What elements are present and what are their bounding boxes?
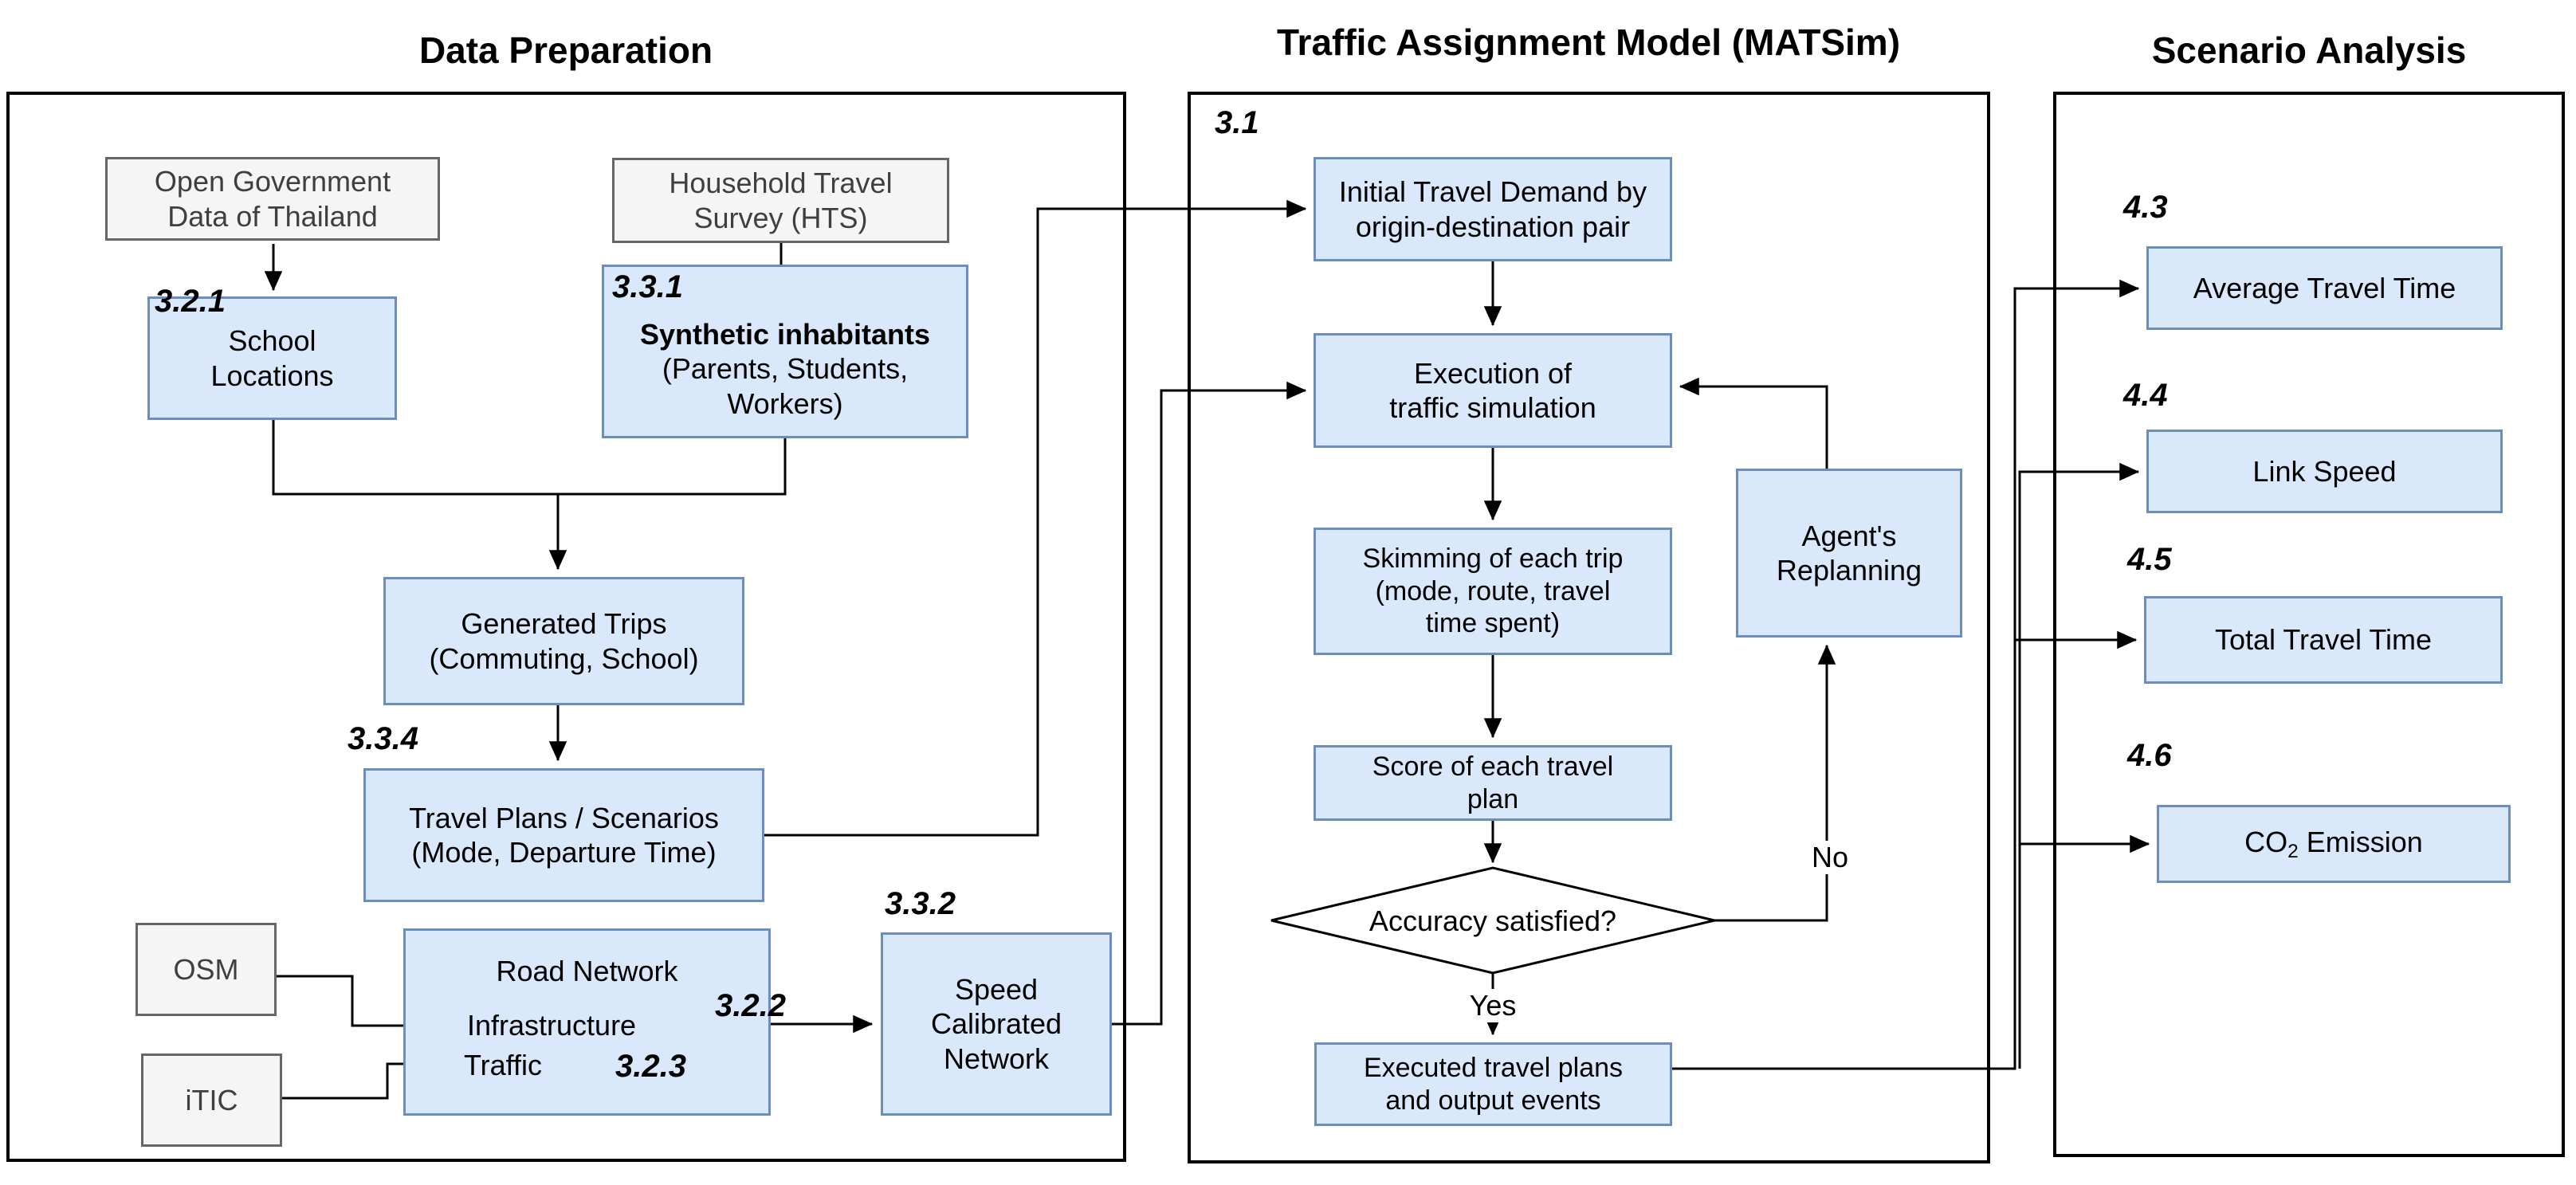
node-road-network-row-infrastructure: Infrastructure xyxy=(467,1009,637,1042)
edge-agent-execution xyxy=(1679,377,1828,469)
node-execution-traffic-simulation: Execution of traffic simulation xyxy=(1314,333,1672,448)
ref-infrastructure: 3.2.2 xyxy=(715,988,786,1023)
edge-label-yes: Yes xyxy=(1463,989,1523,1022)
node-school-locations-label: School Locations xyxy=(210,324,334,392)
edge-decision-agent-no xyxy=(1714,644,1836,922)
node-travel-plans-scenarios: Travel Plans / Scenarios (Mode, Departur… xyxy=(363,768,764,902)
node-generated-trips-label: Generated Trips (Commuting, School) xyxy=(429,607,699,675)
ref-speed-calibrated: 3.3.2 xyxy=(885,886,956,921)
ref-traffic: 3.2.3 xyxy=(615,1049,686,1084)
title-data-preparation: Data Preparation xyxy=(418,29,713,71)
node-synthetic-inhabitants-label: (Parents, Students, Workers) xyxy=(662,352,909,420)
node-speed-calibrated-network: Speed Calibrated Network xyxy=(881,932,1112,1116)
ref-matsim: 3.1 xyxy=(1215,105,1259,140)
node-average-travel-time-label: Average Travel Time xyxy=(2193,271,2456,304)
node-co2-emission-label: CO2 Emission xyxy=(2244,825,2423,862)
edge-executed-avgtt xyxy=(1672,279,2140,1070)
node-school-locations: School Locations xyxy=(147,296,397,420)
panel-scenario-analysis xyxy=(2053,92,2565,1157)
node-open-government-data-label: Open Government Data of Thailand xyxy=(154,165,391,233)
panel-matsim xyxy=(1188,92,1990,1163)
node-household-travel-survey: Household Travel Survey (HTS) xyxy=(612,158,949,243)
node-co2-emission: CO2 Emission xyxy=(2157,805,2511,883)
node-total-travel-time-label: Total Travel Time xyxy=(2214,623,2433,657)
node-agents-replanning: Agent's Replanning xyxy=(1736,469,1962,638)
node-total-travel-time: Total Travel Time xyxy=(2144,596,2503,684)
ref-school-locations: 3.2.1 xyxy=(155,284,226,319)
node-executed-travel-plans-label: Executed travel plans and output events xyxy=(1363,1052,1624,1116)
title-scenario-analysis: Scenario Analysis xyxy=(2151,29,2467,71)
node-skimming: Skimming of each trip (mode, route, trav… xyxy=(1314,528,1672,655)
node-itic-label: iTIC xyxy=(185,1083,238,1116)
ref-co2-emission: 4.6 xyxy=(2127,738,2172,773)
node-road-network-title: Road Network xyxy=(496,955,678,987)
decision-accuracy-satisfied: Accuracy satisfied? xyxy=(1368,904,1617,937)
title-matsim: Traffic Assignment Model (MATSim) xyxy=(1276,22,1901,63)
node-household-travel-survey-label: Household Travel Survey (HTS) xyxy=(669,167,893,234)
edge-osm-infrastructure xyxy=(277,975,454,1035)
node-road-network xyxy=(403,928,771,1116)
node-speed-calibrated-network-label: Speed Calibrated Network xyxy=(930,973,1062,1075)
ref-synthetic-inhabitants: 3.3.1 xyxy=(612,269,683,304)
ref-link-speed: 4.4 xyxy=(2123,378,2168,413)
node-average-travel-time: Average Travel Time xyxy=(2146,246,2503,330)
edge-speed-execution xyxy=(1112,381,1307,1026)
node-executed-travel-plans: Executed travel plans and output events xyxy=(1314,1042,1672,1126)
node-execution-traffic-simulation-label: Execution of traffic simulation xyxy=(1389,356,1596,424)
node-itic: iTIC xyxy=(141,1054,282,1147)
node-synthetic-inhabitants-label-bold: Synthetic inhabitants xyxy=(639,318,931,351)
node-initial-travel-demand-label: Initial Travel Demand by origin-destinat… xyxy=(1338,175,1647,243)
node-link-speed: Link Speed xyxy=(2146,430,2503,513)
node-skimming-label: Skimming of each trip (mode, route, trav… xyxy=(1362,543,1624,639)
panel-data-preparation xyxy=(6,92,1126,1162)
edge-merge-bus xyxy=(272,420,787,496)
node-osm: OSM xyxy=(135,923,277,1016)
ref-total-travel-time: 4.5 xyxy=(2127,542,2172,577)
node-initial-travel-demand: Initial Travel Demand by origin-destinat… xyxy=(1314,157,1672,261)
node-road-network-row-traffic: Traffic xyxy=(464,1049,543,1081)
co2-subscript: 2 xyxy=(2287,840,2299,862)
ref-travel-plans: 3.3.4 xyxy=(348,721,418,756)
node-generated-trips: Generated Trips (Commuting, School) xyxy=(383,577,744,705)
node-synthetic-inhabitants: Synthetic inhabitants (Parents, Students… xyxy=(602,265,968,438)
node-osm-label: OSM xyxy=(173,952,239,986)
node-score-travel-plan-label: Score of each travel plan xyxy=(1372,751,1614,814)
ref-average-travel-time: 4.3 xyxy=(2123,190,2168,225)
edge-travelplans-initialdemand xyxy=(764,199,1307,837)
node-agents-replanning-label: Agent's Replanning xyxy=(1776,519,1922,587)
node-score-travel-plan: Score of each travel plan xyxy=(1314,745,1672,821)
edge-label-no: No xyxy=(1804,841,1855,874)
node-travel-plans-scenarios-label: Travel Plans / Scenarios (Mode, Departur… xyxy=(409,801,719,869)
edge-executed-linkspeed xyxy=(2018,462,2140,1069)
node-link-speed-label: Link Speed xyxy=(2252,454,2397,488)
node-open-government-data: Open Government Data of Thailand xyxy=(105,157,440,241)
